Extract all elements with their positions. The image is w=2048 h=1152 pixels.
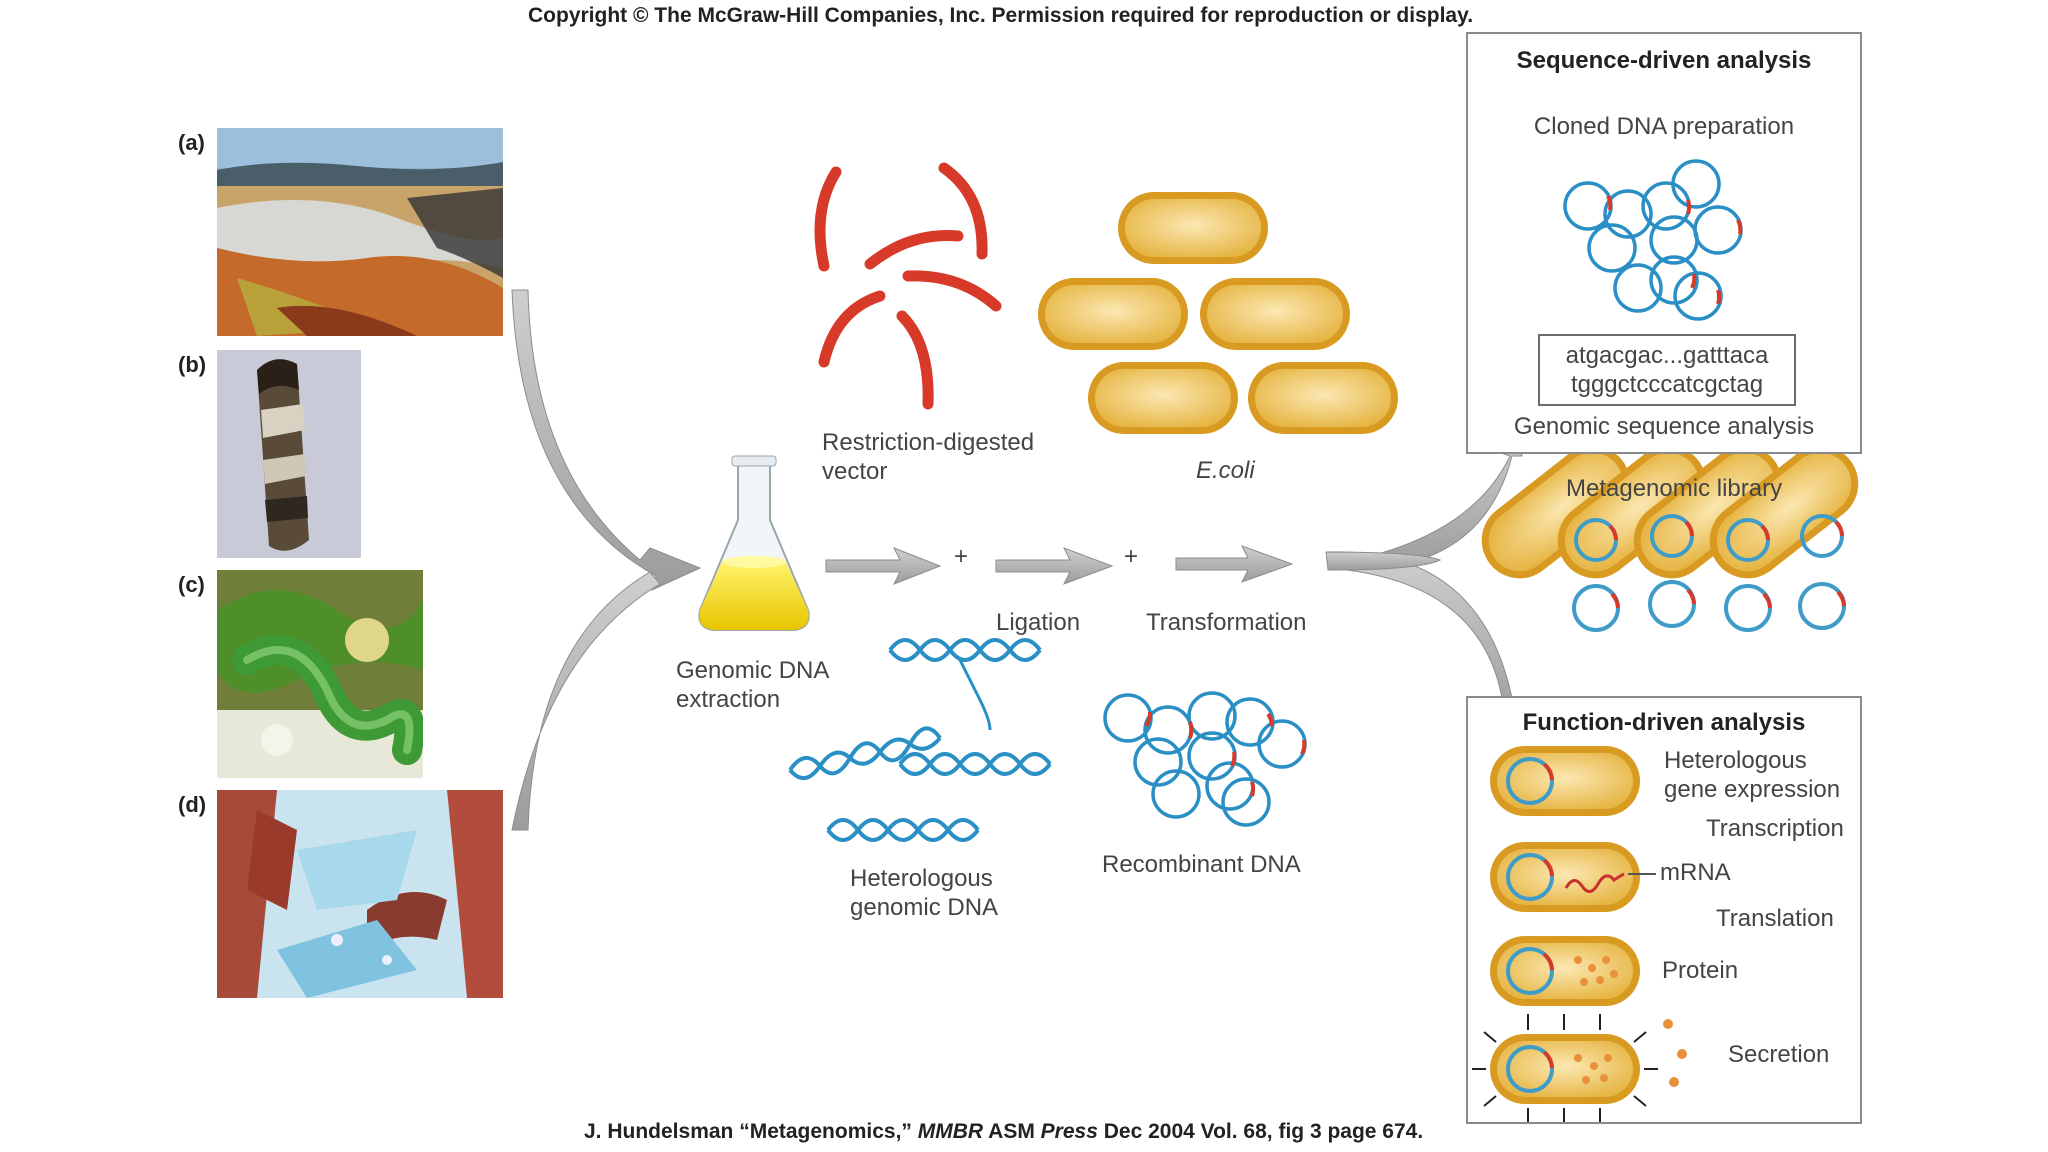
genomic-sequence-analysis-label: Genomic sequence analysis [1513,413,1815,440]
metagenomic-library-icon [1481,445,1859,632]
recombinant-dna-label: Recombinant DNA [1102,851,1301,878]
transcription-cell-icon [1490,842,1656,912]
flask-icon [698,455,810,631]
cloned-dna-label: Cloned DNA preparation [1533,113,1795,140]
soil-core-photo [217,350,361,558]
sequence-readout-box: atgacgac...gatttaca tgggctcccatcgctag [1538,334,1796,406]
expression-cell-icon [1490,746,1640,816]
ecoli-label: E.coli [1196,457,1255,484]
transcription-label: Transcription [1706,815,1844,842]
sponge-micrograph-photo [217,790,503,998]
metagenomic-library-label: Metagenomic library [1566,475,1783,502]
recombinant-plasmids-icon [1103,691,1307,827]
sequence-line-2: tgggctcccatcgctag [1570,371,1764,398]
sequence-line-1: atgacgac...gatttaca [1565,342,1769,369]
transformation-label: Transformation [1146,609,1307,636]
secretion-cell-icon [1472,1014,1687,1122]
copyright-notice: Copyright © The McGraw-Hill Companies, I… [528,4,1474,27]
sample-label-a: (a) [178,130,205,155]
sequence-panel-title: Sequence-driven analysis [1516,47,1812,74]
ecoli-cells-icon [1038,192,1398,434]
sample-label-b: (b) [178,352,207,377]
function-panel-title: Function-driven analysis [1522,709,1806,736]
process-arrows [825,545,1294,585]
sample-to-extraction-arrows [511,289,702,831]
translation-label: Translation [1716,905,1834,932]
cloned-plasmids-icon [1563,159,1743,321]
ligation-label: Ligation [996,609,1081,636]
function-driven-panel: Function-driven analysis [1466,696,1862,1124]
dna-helix-icon [788,638,1052,842]
sample-label-c: (c) [178,572,205,597]
protein-cell-icon [1490,936,1640,1006]
vector-fragments-icon [814,162,1002,410]
citation-footer: J. Hundelsman “Metagenomics,” MMBR ASM P… [584,1120,1424,1143]
function-steps-icons [1472,746,1687,1122]
mrna-label: mRNA [1660,859,1731,886]
protein-label: Protein [1662,957,1739,984]
plus-sign-2: + [1124,543,1139,570]
sample-label-d: (d) [178,792,207,817]
hot-spring-photo [217,128,503,336]
library-to-analysis-arrows [1325,428,1523,727]
sequence-driven-panel: Sequence-driven analysis Cloned DNA prep… [1466,32,1862,454]
secretion-label: Secretion [1728,1041,1830,1068]
insect-gut-photo [217,570,423,778]
plus-sign-1: + [954,543,969,570]
